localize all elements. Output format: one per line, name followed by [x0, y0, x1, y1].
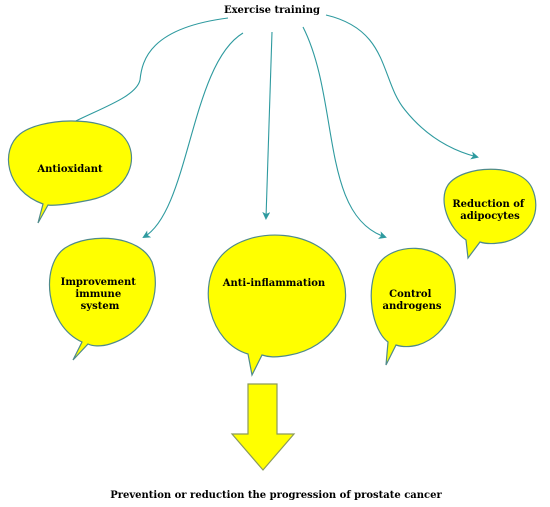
bubble-label-androgens: Control androgens: [383, 289, 442, 312]
bubble-shape-adipocytes: [443, 168, 537, 260]
bubble-shape-immune: [48, 237, 156, 361]
bubble-antioxidant: Antioxidant: [7, 120, 132, 224]
bubble-line: adipocytes: [460, 211, 520, 222]
connector-arrows: [62, 14, 479, 239]
down-arrow: [230, 383, 296, 471]
bubble-shape-antioxidant: [7, 120, 132, 224]
bubble-line: Reduction of: [452, 199, 525, 210]
bubble-androgens: Control androgens: [370, 247, 456, 366]
arrow-to-inflammation: [262, 31, 273, 220]
bubble-line: system: [81, 301, 120, 312]
bubble-shape-inflammation: [207, 234, 347, 377]
benefit-bubbles: Antioxidant Improvement immune system An…: [7, 120, 537, 377]
bubble-line: Improvement: [61, 277, 137, 288]
arrow-to-adipocytes: [325, 14, 479, 160]
arrow-to-immune: [142, 32, 244, 239]
bubble-shape-androgens: [370, 247, 456, 366]
bubble-adipocytes: Reduction of adipocytes: [443, 168, 537, 260]
arrow-to-androgens: [302, 26, 387, 239]
bubble-line: immune: [75, 289, 121, 300]
bubble-label-antioxidant: Antioxidant: [36, 164, 103, 175]
arrow-to-antioxidant: [62, 17, 229, 128]
bubble-line: androgens: [383, 301, 442, 312]
bubble-label-adipocytes: Reduction of adipocytes: [452, 199, 527, 222]
bubble-line: Antioxidant: [36, 164, 103, 175]
bubble-line: Anti-inflammation: [222, 278, 326, 289]
diagram-title: Exercise training: [224, 5, 320, 16]
bubble-label-immune: Improvement immune system: [61, 277, 140, 312]
bubble-label-inflammation: Anti-inflammation: [222, 278, 326, 289]
bubble-line: Control: [389, 289, 431, 300]
outcome-text: Prevention or reduction the progression …: [110, 490, 442, 501]
bubble-immune: Improvement immune system: [48, 237, 156, 361]
bubble-inflammation: Anti-inflammation: [207, 234, 347, 377]
